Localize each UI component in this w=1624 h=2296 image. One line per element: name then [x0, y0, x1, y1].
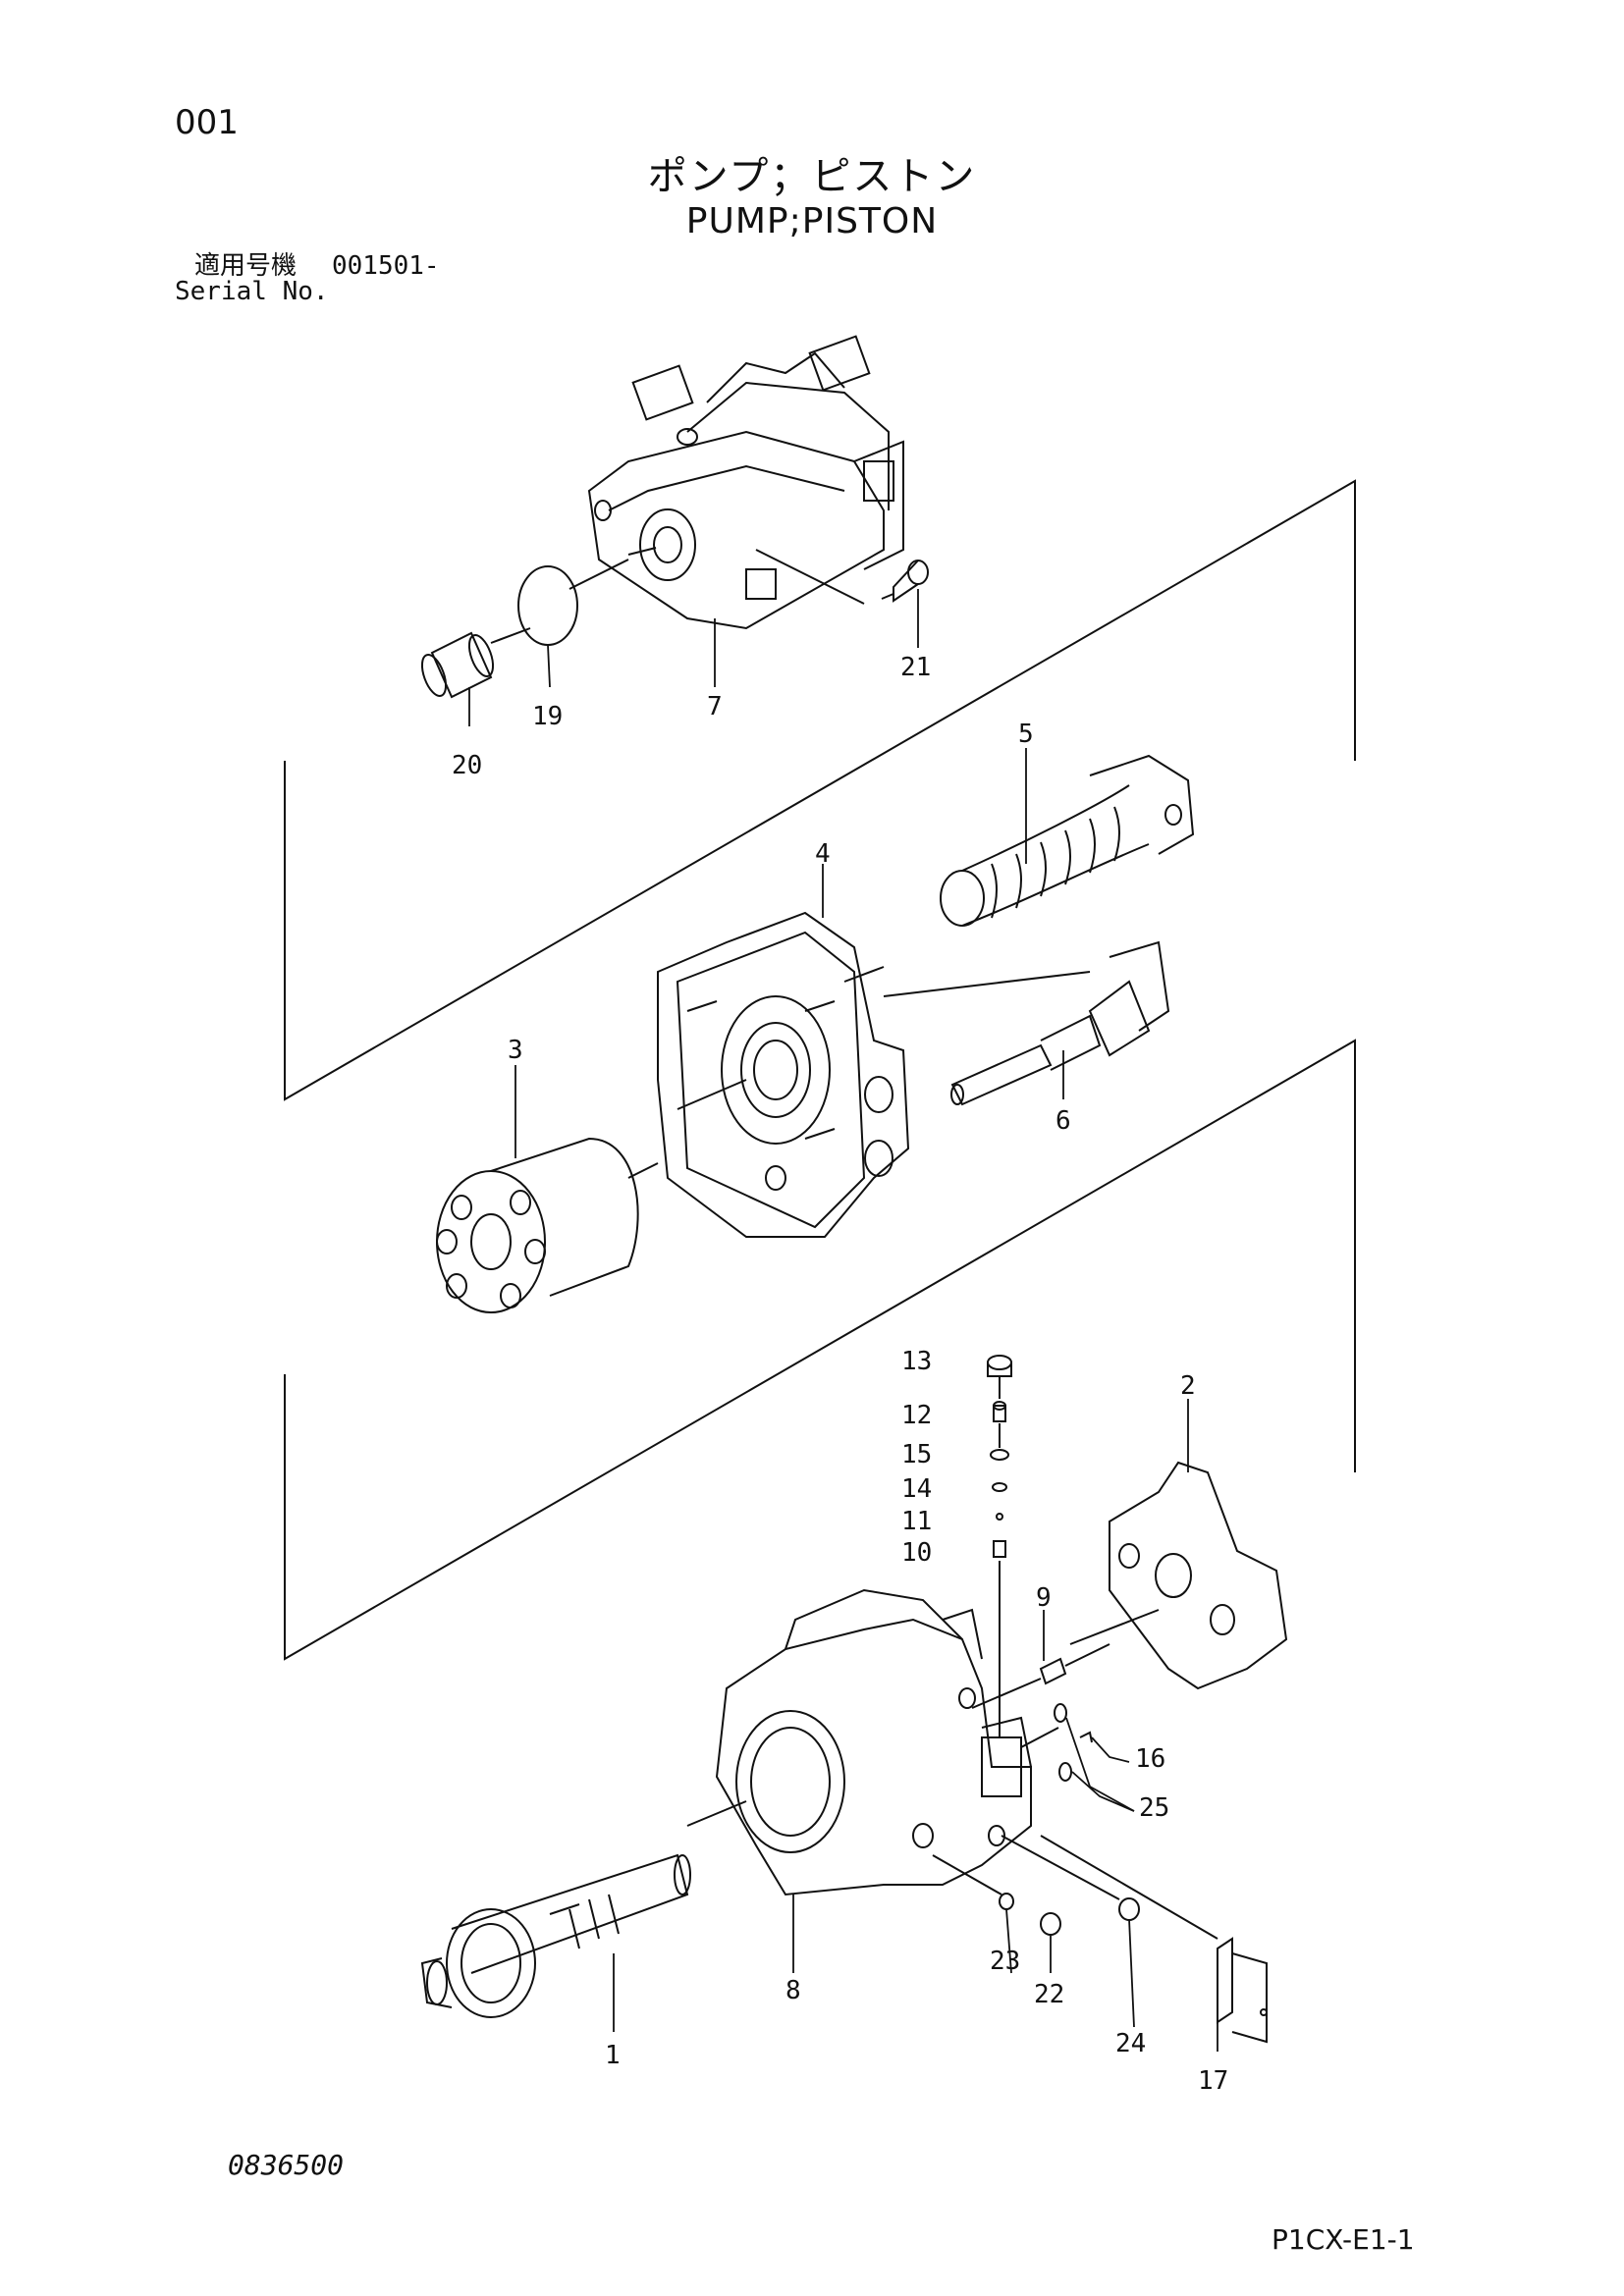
part-reference-labels: 1 2 3 4 5 6 7 8 9 10 11 12 13 14 15 16 1… [452, 653, 1228, 2096]
part-label-1: 1 [605, 2041, 621, 2070]
drive-shaft-part-1 [420, 1853, 691, 2018]
drawing-number: 0836500 [228, 2149, 345, 2181]
assembly-guide-lines [284, 479, 1356, 1661]
o-ring-part-19 [517, 565, 578, 646]
part-label-25: 25 [1139, 1793, 1169, 1823]
seal-parts-16-25 [1020, 1703, 1093, 1782]
title-english: PUMP;PISTON [685, 201, 939, 241]
part-label-13: 13 [901, 1347, 932, 1376]
title-japanese: ポンプ；ピストン [647, 154, 977, 199]
leader-lines [468, 589, 1218, 2052]
fitting-part-9 [971, 1643, 1110, 1709]
part-label-11: 11 [901, 1507, 932, 1536]
part-label-19: 19 [532, 702, 563, 731]
part-label-14: 14 [901, 1474, 932, 1504]
part-label-3: 3 [508, 1036, 523, 1065]
part-label-15: 15 [901, 1440, 932, 1469]
part-label-9: 9 [1036, 1583, 1052, 1613]
plug-parts-22-24 [932, 1835, 1218, 1940]
part-label-8: 8 [785, 1976, 801, 2005]
part-label-5: 5 [1018, 720, 1034, 749]
part-label-24: 24 [1115, 2029, 1146, 2058]
plug-stack-parts-10-15 [987, 1355, 1012, 1737]
part-label-17: 17 [1198, 2066, 1228, 2096]
part-label-21: 21 [900, 653, 931, 682]
nameplate-part-17 [1217, 1937, 1268, 2044]
part-label-2: 2 [1180, 1371, 1196, 1401]
part-label-20: 20 [452, 751, 482, 780]
part-label-6: 6 [1056, 1106, 1071, 1136]
part-label-4: 4 [815, 839, 831, 869]
part-label-12: 12 [901, 1401, 932, 1430]
serial-label-japanese: 適用号機 [194, 251, 298, 281]
spring-boot-part-5 [940, 754, 1195, 927]
part-label-10: 10 [901, 1538, 932, 1568]
pump-assembly-part-7 [587, 335, 904, 630]
shaft-part-6 [883, 940, 1170, 1106]
housing-part-4 [657, 911, 910, 1238]
coupling-sleeve-part-20 [420, 559, 629, 699]
sheet-id: P1CX-E1-1 [1272, 2223, 1415, 2256]
part-label-22: 22 [1034, 1980, 1064, 2009]
serial-number-value: 001501- [332, 251, 440, 281]
page-number: 001 [175, 103, 239, 142]
cylinder-block-part-3 [436, 1137, 659, 1313]
side-plate-part-2 [1069, 1461, 1288, 1690]
part-label-16: 16 [1135, 1744, 1165, 1774]
part-label-7: 7 [707, 692, 723, 721]
part-label-23: 23 [990, 1947, 1020, 1976]
rear-housing-part-8 [686, 1588, 1032, 1896]
serial-label-english: Serial No. [175, 277, 329, 306]
screw-part-21 [755, 549, 929, 605]
